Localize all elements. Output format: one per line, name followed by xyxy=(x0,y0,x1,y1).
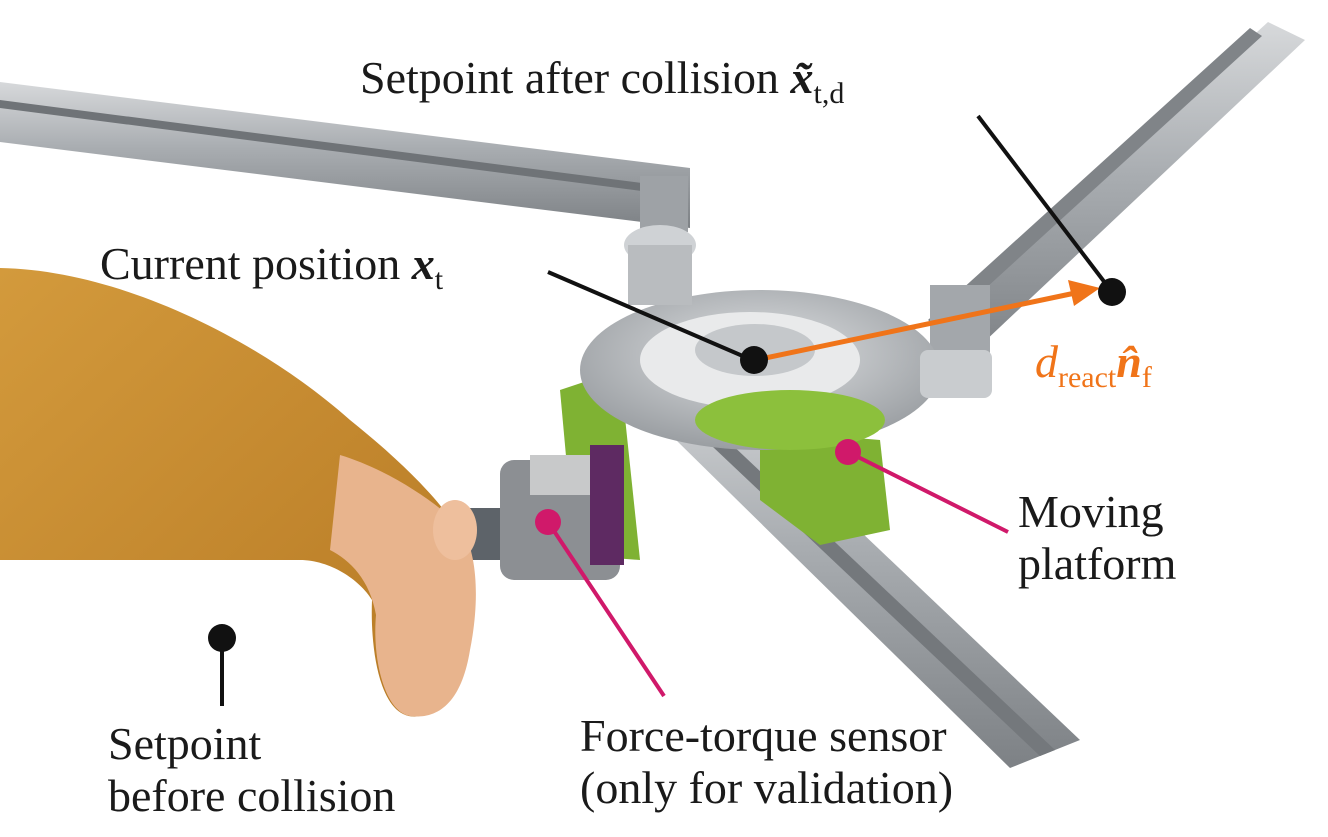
callout-line-current xyxy=(547,270,753,362)
label-ft-sensor-line1: Force-torque sensor xyxy=(580,710,947,761)
label-setpoint-after-text: Setpoint after collision xyxy=(360,52,780,103)
label-moving-platform-line1: Moving xyxy=(1018,486,1164,537)
rail-upper-right xyxy=(928,22,1305,360)
symbol-x-tilde: x̃ xyxy=(790,52,814,103)
label-reaction: dreactn̂f xyxy=(1035,336,1152,404)
moving-platform-shape xyxy=(560,225,992,560)
callout-line-moving xyxy=(847,450,1009,534)
symbol-n-hat: n̂ xyxy=(1116,336,1142,387)
label-ft-sensor: Force-torque sensor (only for validation… xyxy=(580,710,953,814)
callout-line-setpoint-after xyxy=(976,114,1114,294)
symbol-d-sub: react xyxy=(1058,361,1117,394)
marker-moving-platform xyxy=(835,439,861,465)
rail-lower xyxy=(620,360,1080,768)
symbol-d: d xyxy=(1035,336,1058,387)
label-current-position-text: Current position xyxy=(100,238,401,289)
reaction-arrow xyxy=(755,280,1100,363)
rail-upper-left xyxy=(0,82,690,232)
callout-line-ft xyxy=(546,520,666,698)
label-moving-platform-line2: platform xyxy=(1018,538,1177,589)
label-setpoint-before-line2: before collision xyxy=(108,770,396,821)
marker-current-position xyxy=(740,346,768,374)
symbol-x-tilde-sub: t,d xyxy=(813,77,845,110)
label-moving-platform: Moving platform xyxy=(1018,486,1176,590)
symbol-x-sub: t xyxy=(434,263,444,296)
label-current-position: Current position xt xyxy=(100,238,443,306)
label-setpoint-before-line1: Setpoint xyxy=(108,718,262,769)
marker-setpoint-before xyxy=(208,624,236,652)
symbol-n-sub: f xyxy=(1141,361,1152,394)
marker-ft-sensor xyxy=(535,509,561,535)
label-ft-sensor-line2: (only for validation) xyxy=(580,762,954,813)
label-setpoint-after: Setpoint after collision x̃t,d xyxy=(360,52,844,120)
symbol-x: x xyxy=(411,238,435,289)
marker-setpoint-after xyxy=(1098,278,1126,306)
human-arm xyxy=(0,268,477,717)
label-setpoint-before: Setpoint before collision xyxy=(108,718,395,822)
